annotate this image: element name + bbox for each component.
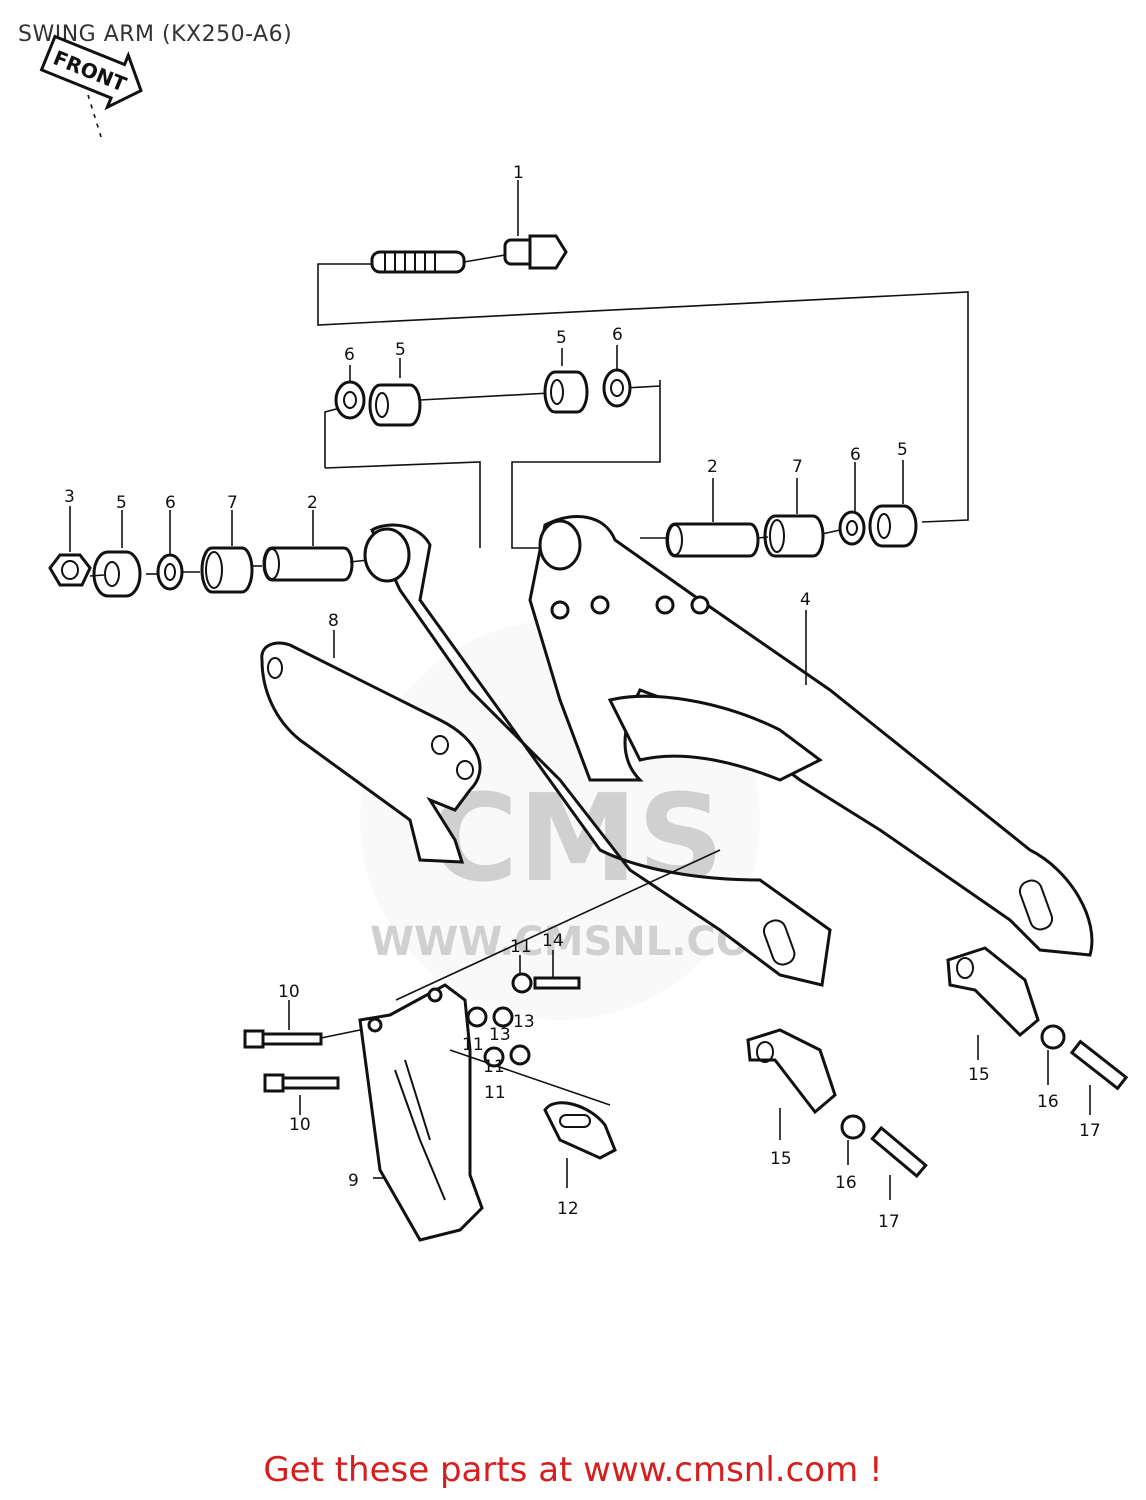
callout-15-right: 15 <box>968 1065 990 1085</box>
callout-16-left: 16 <box>835 1173 857 1193</box>
callout-2-right: 2 <box>707 457 718 477</box>
swing-arm-body <box>363 515 1094 987</box>
callout-11-top: 11 <box>510 937 532 957</box>
callout-15-left: 15 <box>770 1149 792 1169</box>
small-hardware <box>466 972 581 1068</box>
callout-17-left: 17 <box>878 1212 900 1232</box>
callout-1: 1 <box>513 163 524 183</box>
bolts-10 <box>243 1029 361 1093</box>
callout-5-right: 5 <box>897 440 908 460</box>
callout-14: 14 <box>542 931 564 951</box>
callout-2-left: 2 <box>307 493 318 513</box>
callout-11-bottom: 11 <box>484 1083 506 1103</box>
guide-plate <box>543 1101 617 1160</box>
assembly-bracket-lines <box>317 263 969 549</box>
callout-11-low: 11 <box>483 1057 505 1077</box>
left-bushings <box>48 546 369 598</box>
upper-bushings <box>334 368 632 427</box>
callout-8: 8 <box>328 611 339 631</box>
callout-13-a: 13 <box>489 1025 511 1045</box>
callout-6-left: 6 <box>344 345 355 365</box>
callout-5-left: 5 <box>395 340 406 360</box>
callout-12: 12 <box>557 1199 579 1219</box>
callout-7-right: 7 <box>792 457 803 477</box>
footer-parts-link[interactable]: Get these parts at www.cmsnl.com ! <box>263 1450 883 1490</box>
callout-10-bottom: 10 <box>289 1115 311 1135</box>
chain-slipper <box>260 641 482 864</box>
callout-labels: 1 6 5 5 6 3 5 6 7 2 2 7 6 5 4 8 11 14 10… <box>64 163 1101 1232</box>
front-arrow-icon: FRONT <box>39 34 143 111</box>
callout-17-right: 17 <box>1079 1121 1101 1141</box>
callout-10-top: 10 <box>278 982 300 1002</box>
callout-11-mid: 11 <box>462 1035 484 1055</box>
right-bushings <box>640 504 918 558</box>
callout-6-mid: 6 <box>612 325 623 345</box>
callout-7-left: 7 <box>227 493 238 513</box>
callout-4: 4 <box>800 590 811 610</box>
callout-5-lower-left: 5 <box>116 493 127 513</box>
adjuster-hardware <box>840 1024 1129 1179</box>
chain-guide <box>358 849 721 1242</box>
callout-leaders <box>69 180 1091 1200</box>
callout-3: 3 <box>64 487 75 507</box>
callout-9: 9 <box>348 1171 359 1191</box>
callout-13-b: 13 <box>513 1012 535 1032</box>
callout-6-right: 6 <box>850 445 861 465</box>
callout-5-mid: 5 <box>556 328 567 348</box>
chain-adjusters <box>746 946 1040 1115</box>
callout-6-lower-left: 6 <box>165 493 176 513</box>
pivot-bolt <box>370 234 568 274</box>
callout-16-right: 16 <box>1037 1092 1059 1112</box>
